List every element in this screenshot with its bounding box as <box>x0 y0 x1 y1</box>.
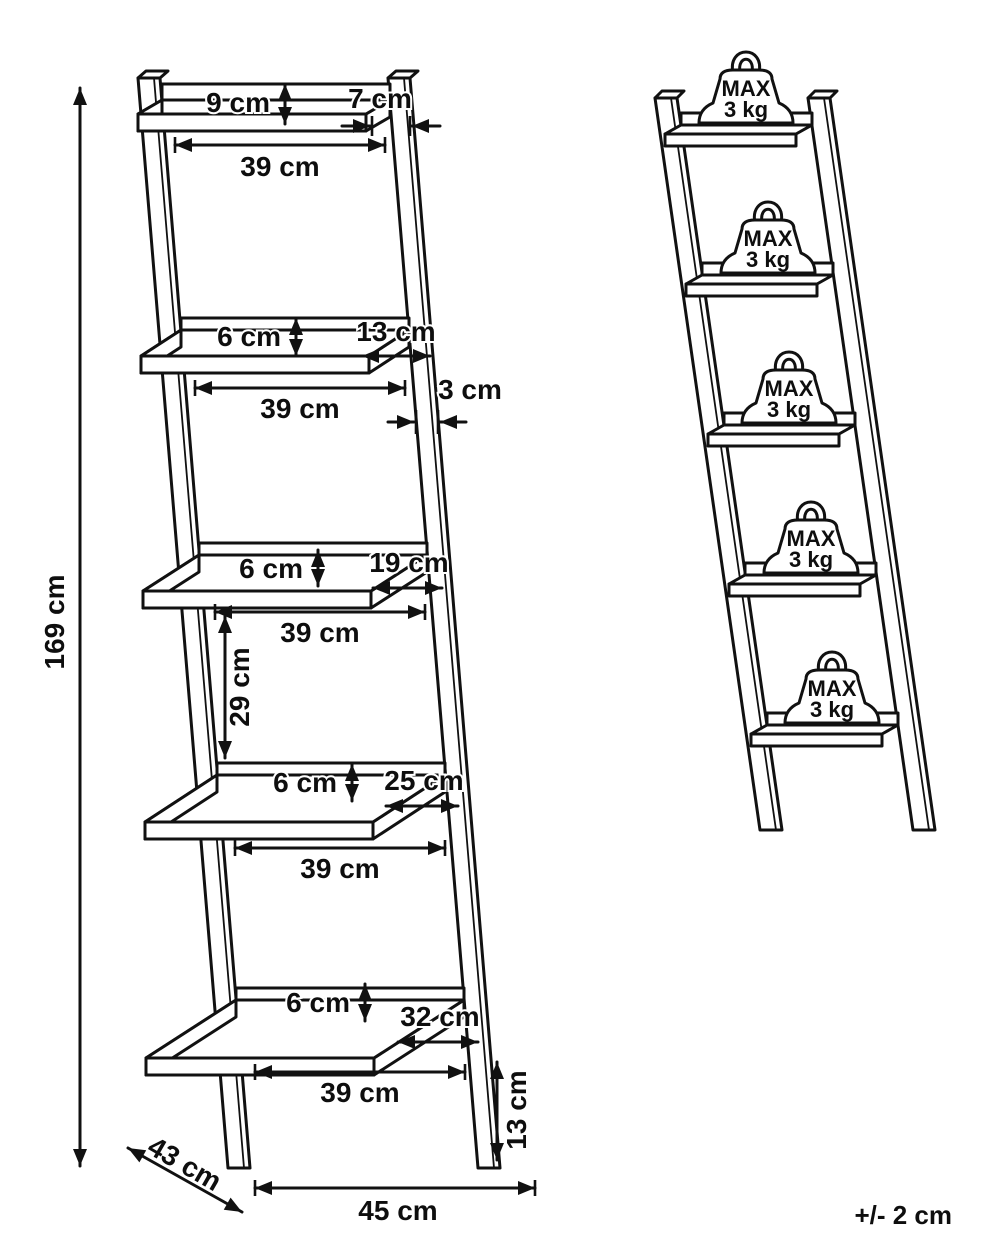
dim-bottom-shelf-height-label: 13 cm <box>501 1070 532 1149</box>
dim-height-label: 169 cm <box>39 575 70 670</box>
dim-width4-label: 39 cm <box>300 853 379 884</box>
weight2-load-label: 3 kg <box>746 247 790 272</box>
dim-width3-label: 39 cm <box>280 617 359 648</box>
dim-rail-thickness: 3 cm <box>386 372 504 434</box>
shelf-4 <box>143 761 447 841</box>
weight3-max-label: MAX <box>765 376 814 401</box>
weight-5: MAX 3 kg <box>783 650 881 725</box>
weight5-load-label: 3 kg <box>810 697 854 722</box>
dim-shelf2-lip-label: 6 cm <box>217 321 281 352</box>
dim-width5-label: 39 cm <box>320 1077 399 1108</box>
dim-width-1: 39 cm <box>173 137 387 184</box>
dim-width-2: 39 cm <box>193 380 407 426</box>
dim-shelf5-lip-label: 6 cm <box>286 987 350 1018</box>
weight4-max-label: MAX <box>787 526 836 551</box>
dim-shelf3-depth-label: 19 cm <box>369 547 448 578</box>
weight1-load-label: 3 kg <box>724 97 768 122</box>
dim-shelf1-depth-label: 7 cm <box>348 83 412 114</box>
dim-shelf4-depth: 25 cm <box>382 763 466 813</box>
dim-shelf-spacing: 29 cm <box>218 614 257 760</box>
weight2-max-label: MAX <box>744 226 793 251</box>
dim-shelf5-lip: 6 cm <box>284 982 372 1023</box>
weight-1: MAX 3 kg <box>697 50 795 125</box>
dim-shelf4-lip-label: 6 cm <box>273 767 337 798</box>
dim-base-width-label: 45 cm <box>358 1195 437 1226</box>
weight5-max-label: MAX <box>808 676 857 701</box>
weight-2: MAX 3 kg <box>719 200 817 275</box>
dim-width1-label: 39 cm <box>240 151 319 182</box>
dim-width-3: 39 cm <box>213 604 427 650</box>
dim-width-4: 39 cm <box>233 840 447 886</box>
dim-shelf1-depth: 7 cm <box>340 81 442 136</box>
dim-rail-thickness-label: 3 cm <box>438 374 502 405</box>
dim-shelf2-depth-label: 13 cm <box>356 316 435 347</box>
left-rail-edge-line <box>153 77 245 1169</box>
dim-shelf3-depth: 19 cm <box>367 545 451 595</box>
dim-shelf3-lip-label: 6 cm <box>239 553 303 584</box>
dim-width-5: 39 cm <box>253 1064 467 1110</box>
weight-3: MAX 3 kg <box>740 350 838 425</box>
dim-base-depth-label: 43 cm <box>143 1130 227 1197</box>
dim-width2-label: 39 cm <box>260 393 339 424</box>
dim-shelf1-lip: 9 cm <box>204 82 292 126</box>
dim-shelf1-lip-label: 9 cm <box>206 87 270 118</box>
weight1-max-label: MAX <box>722 76 771 101</box>
right-rail-edge-line <box>403 77 495 1169</box>
left-rail-top-cap <box>136 69 170 80</box>
dim-shelf2-lip: 6 cm <box>215 316 303 358</box>
max-load-weights: MAX 3 kg MAX 3 kg MAX 3 kg MAX 3 kg MAX … <box>697 50 881 725</box>
dim-shelf3-lip: 6 cm <box>237 548 325 588</box>
weight3-load-label: 3 kg <box>767 397 811 422</box>
tolerance-note: +/- 2 cm <box>854 1200 952 1230</box>
weight4-load-label: 3 kg <box>789 547 833 572</box>
dim-shelf-spacing-label: 29 cm <box>224 647 255 726</box>
dim-shelf5-depth: 32 cm <box>396 999 482 1049</box>
dim-base-width: 45 cm <box>253 1180 537 1228</box>
dim-shelf4-depth-label: 25 cm <box>384 765 463 796</box>
dim-height: 169 cm <box>37 86 87 1168</box>
dim-shelf2-depth: 13 cm <box>354 314 438 363</box>
right-rail-top-cap <box>386 69 420 80</box>
dim-shelf5-depth-label: 32 cm <box>400 1001 479 1032</box>
dim-shelf4-lip: 6 cm <box>271 762 359 803</box>
left-dimensions: 169 cm 9 cm 7 cm 39 cm 6 cm 13 cm <box>37 81 537 1228</box>
dim-bottom-shelf-height: 13 cm <box>490 1060 534 1162</box>
weight-4: MAX 3 kg <box>762 500 860 575</box>
